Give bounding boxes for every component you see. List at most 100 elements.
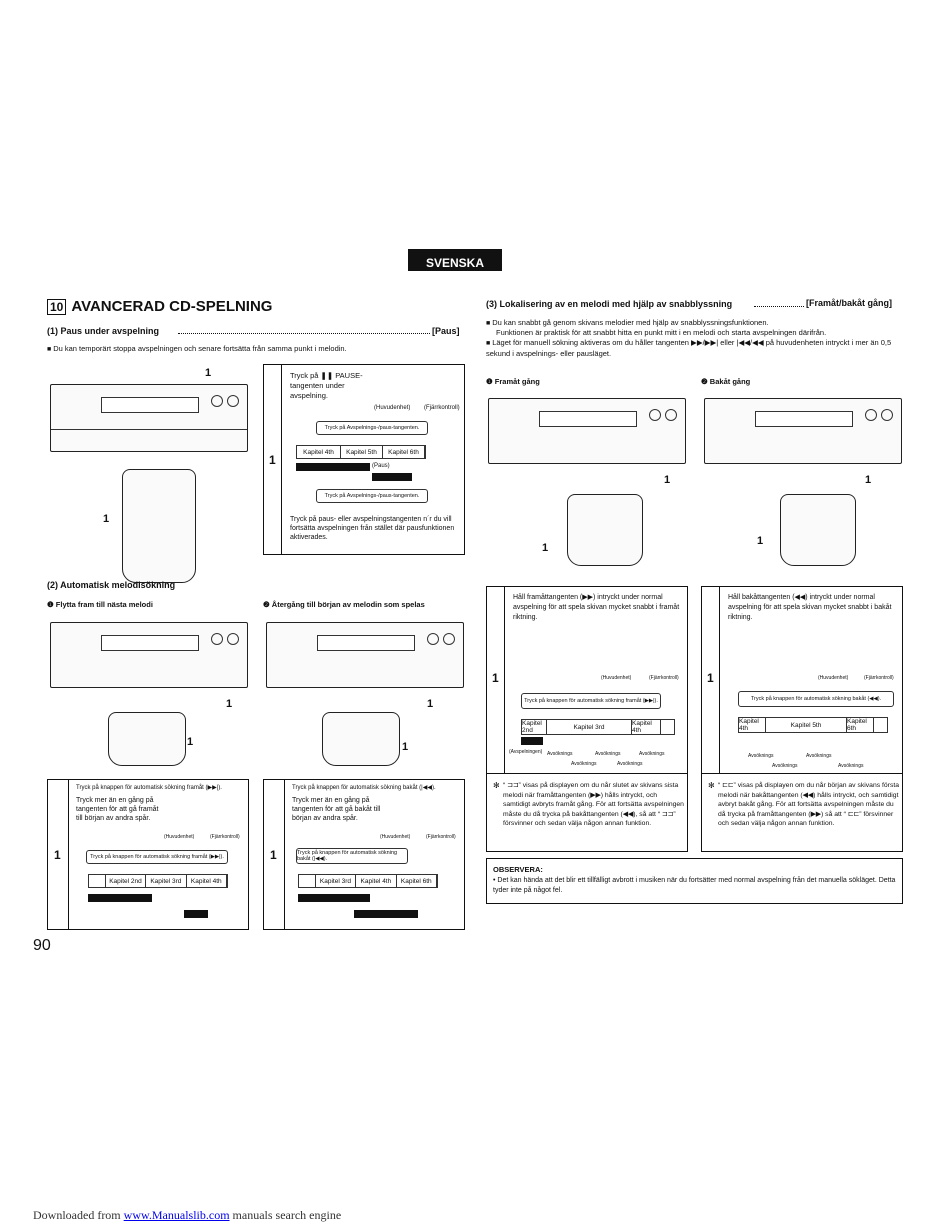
remote-illustration — [567, 494, 643, 566]
callout-label: 1 — [187, 736, 194, 748]
part2-heading: (2) Automatisk melodisökning — [47, 580, 176, 590]
main-unit-label: (Huvudenhet) — [164, 834, 195, 840]
chapter-track: Kapitel 2nd Kapitel 3rd Kapitel 4th — [88, 874, 228, 888]
part3-bullet: Du kan snabbt gå genom skivans melodier … — [486, 318, 906, 329]
scan-label: Avsöknings — [595, 751, 621, 757]
remote-illustration — [122, 469, 196, 583]
scan-label: Avsöknings — [547, 751, 573, 757]
chapter-cell: Kapitel 3rd — [146, 875, 187, 887]
scan-label: Avsöknings — [838, 763, 864, 769]
callout-label: 1 — [226, 698, 233, 710]
cd-player-illustration — [266, 622, 464, 688]
play-arrow — [521, 737, 543, 745]
page-number: 90 — [33, 937, 51, 954]
chapter-cell: Kapitel 4th — [187, 875, 227, 887]
footer: Downloaded from www.Manualslib.com manua… — [33, 1208, 341, 1223]
section-title-text: AVANCERAD CD-SPELNING — [71, 298, 273, 315]
note-box: Tryck på Avspelnings-/paus-tangenten. — [316, 489, 428, 503]
chapter-cell: Kapitel 4th — [632, 720, 661, 734]
pause-label: (Paus) — [372, 463, 390, 469]
chapter-cell: Kapitel 5th — [766, 718, 847, 732]
dotted-leader — [178, 333, 430, 334]
chapter-track: Kapitel 4th Kapitel 5th Kapitel 6th — [296, 445, 426, 459]
scan-label: Avsöknings — [617, 761, 643, 767]
chapter-cell: Kapitel 3rd — [547, 720, 632, 734]
footnote-mark: ✻ — [708, 781, 715, 790]
part2-sub-b: ❷ Återgång till början av melodin som sp… — [263, 600, 425, 609]
observe-text: • Det kan hända att det blir ett tillfäl… — [493, 877, 896, 894]
part3-sub-b: ❷ Bakåt gång — [701, 377, 751, 386]
box-bullet: Tryck mer än en gång på tangenten för at… — [76, 797, 159, 822]
cd-player-illustration — [50, 384, 248, 452]
dotted-leader — [754, 306, 804, 307]
chapter-cell: Kapitel 4th — [297, 446, 341, 458]
footnote-mark: ✻ — [493, 781, 500, 790]
part3-step-box-b: 1 Håll bakåttangenten (◀◀) intryckt unde… — [701, 586, 903, 852]
play-arrow — [354, 910, 418, 918]
chapter-track: Kapitel 2nd Kapitel 3rd Kapitel 4th — [521, 719, 675, 735]
observe-box: OBSERVERA: • Det kan hända att det blir … — [486, 858, 903, 904]
scan-label: (Avspelningen) — [509, 749, 543, 755]
part3-heading: (3) Lokalisering av en melodi med hjälp … — [486, 299, 733, 309]
footer-prefix: Downloaded from — [33, 1208, 124, 1222]
part3-bullet-cont: Funktionen är praktisk för att snabbt hi… — [496, 328, 827, 337]
cd-player-illustration — [488, 398, 686, 464]
note-box: Tryck på Avspelnings-/paus-tangenten. — [316, 421, 428, 435]
remote-label: (Fjärrkontroll) — [864, 675, 894, 681]
chapter-cell: Kapitel 2nd — [522, 720, 547, 734]
box-text: Håll bakåttangenten (◀◀) intryckt under … — [728, 594, 892, 621]
chapter-cell: Kapitel 4th — [739, 718, 766, 732]
callout-label: 1 — [757, 535, 764, 547]
remote-label: (Fjärrkontroll) — [210, 834, 240, 840]
callout-label: 1 — [205, 367, 212, 379]
remote-label: (Fjärrkontroll) — [649, 675, 679, 681]
callout-label: 1 — [402, 741, 409, 753]
callout-label: 1 — [865, 474, 872, 486]
chapter-cell: Kapitel 6th — [383, 446, 425, 458]
step-number: 1 — [54, 848, 61, 862]
chapter-cell: Kapitel 6th — [847, 718, 874, 732]
scan-label: Avsöknings — [571, 761, 597, 767]
chapter-cell: Kapitel 3rd — [316, 875, 357, 887]
box-title: Tryck på knappen för automatisk sökning … — [76, 785, 222, 791]
part3-bullet: Läget för manuell sökning aktiveras om d… — [486, 338, 906, 359]
step-number: 1 — [492, 671, 499, 685]
remote-illustration — [108, 712, 186, 766]
note-box: Tryck på knappen för automatisk sökning … — [738, 691, 894, 707]
section-number: 10 — [47, 298, 67, 315]
part2-step-box-b: 1 Tryck på knappen för automatisk söknin… — [263, 779, 465, 930]
part3-sub-a: ❶ Framåt gång — [486, 377, 540, 386]
remote-label: (Fjärrkontroll) — [426, 834, 456, 840]
remote-label: (Fjärrkontroll) — [424, 405, 460, 411]
language-tab: SVENSKA — [408, 249, 502, 271]
footer-link[interactable]: www.Manualslib.com — [123, 1208, 230, 1222]
step-number: 1 — [269, 453, 276, 467]
observe-text-content: Det kan hända att det blir ett tillfälli… — [493, 877, 896, 894]
part2-step-box-a: 1 Tryck på knappen för automatisk söknin… — [47, 779, 249, 930]
cd-player-illustration — [50, 622, 248, 688]
part1-instruction: Tryck på ❚❚ PAUSE-tangenten under avspel… — [290, 371, 363, 400]
scan-label: Avsöknings — [772, 763, 798, 769]
cd-player-illustration — [704, 398, 902, 464]
callout-label: 1 — [103, 513, 110, 525]
part3-tag: [Framåt/bakåt gång] — [806, 298, 893, 308]
scan-label: Avsöknings — [748, 753, 774, 759]
chapter-cell: Kapitel 2nd — [106, 875, 147, 887]
section-title: 10 AVANCERAD CD-SPELNING — [47, 298, 272, 315]
box-bullet: Tryck mer än en gång på tangenten för at… — [292, 797, 381, 822]
play-arrow — [296, 463, 370, 471]
observe-title: OBSERVERA: — [493, 865, 543, 874]
play-arrow — [298, 894, 370, 902]
footer-suffix: manuals search engine — [229, 1208, 342, 1222]
box-text: Håll framåttangenten (▶▶) intryckt under… — [513, 594, 680, 621]
chapter-track: Kapitel 3rd Kapitel 4th Kapitel 6th — [298, 874, 438, 888]
part1-bullet2: Tryck på paus- eller avspelningstangente… — [290, 516, 455, 541]
chapter-cell: Kapitel 5th — [341, 446, 383, 458]
part1-heading: (1) Paus under avspelning — [47, 326, 160, 336]
part1-step-box: 1 Tryck på ❚❚ PAUSE-tangenten under avsp… — [263, 364, 465, 555]
chapter-track: Kapitel 4th Kapitel 5th Kapitel 6th — [738, 717, 888, 733]
chapter-cell: Kapitel 6th — [397, 875, 437, 887]
main-unit-label: (Huvudenhet) — [601, 675, 632, 681]
main-unit-label: (Huvudenhet) — [380, 834, 411, 840]
callout-label: 1 — [664, 474, 671, 486]
